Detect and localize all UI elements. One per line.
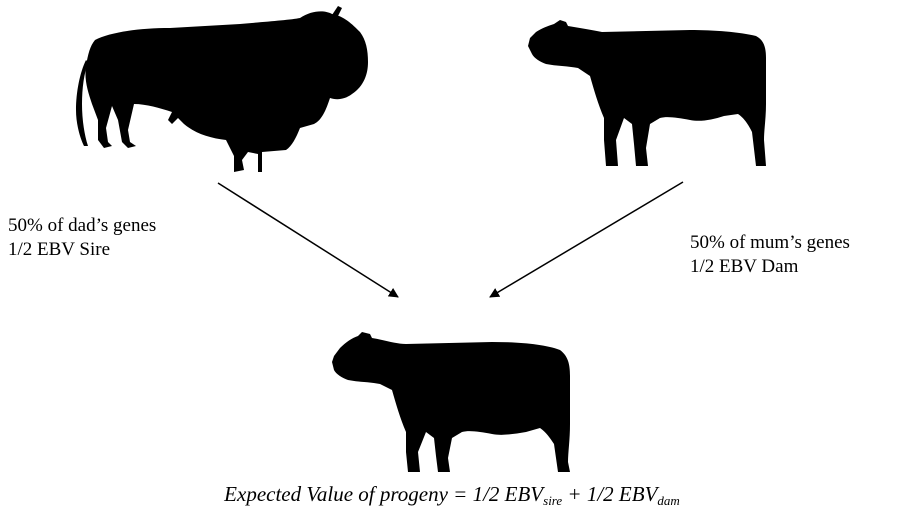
- bull-icon: [76, 6, 369, 172]
- dam-contribution-label: 50% of mum’s genes 1/2 EBV Dam: [690, 231, 850, 279]
- formula-sire-subscript: sire: [543, 493, 563, 508]
- formula-middle: + 1/2 EBV: [562, 482, 658, 506]
- expected-value-formula: Expected Value of progeny = 1/2 EBVsire …: [0, 482, 904, 509]
- dam-arrow: [489, 181, 684, 298]
- cow-icon: [528, 20, 766, 166]
- sire-contribution-label: 50% of dad’s genes 1/2 EBV Sire: [8, 214, 156, 262]
- dam-ebv-text: 1/2 EBV Dam: [690, 256, 799, 277]
- formula-dam-subscript: dam: [657, 493, 680, 508]
- sire-arrow: [217, 182, 399, 298]
- dam-genes-text: 50% of mum’s genes: [690, 232, 850, 253]
- sire-genes-text: 50% of dad’s genes: [8, 215, 157, 236]
- sire-ebv-text: 1/2 EBV Sire: [8, 239, 111, 260]
- calf-icon: [332, 332, 570, 472]
- formula-prefix: Expected Value of progeny = 1/2 EBV: [224, 482, 544, 506]
